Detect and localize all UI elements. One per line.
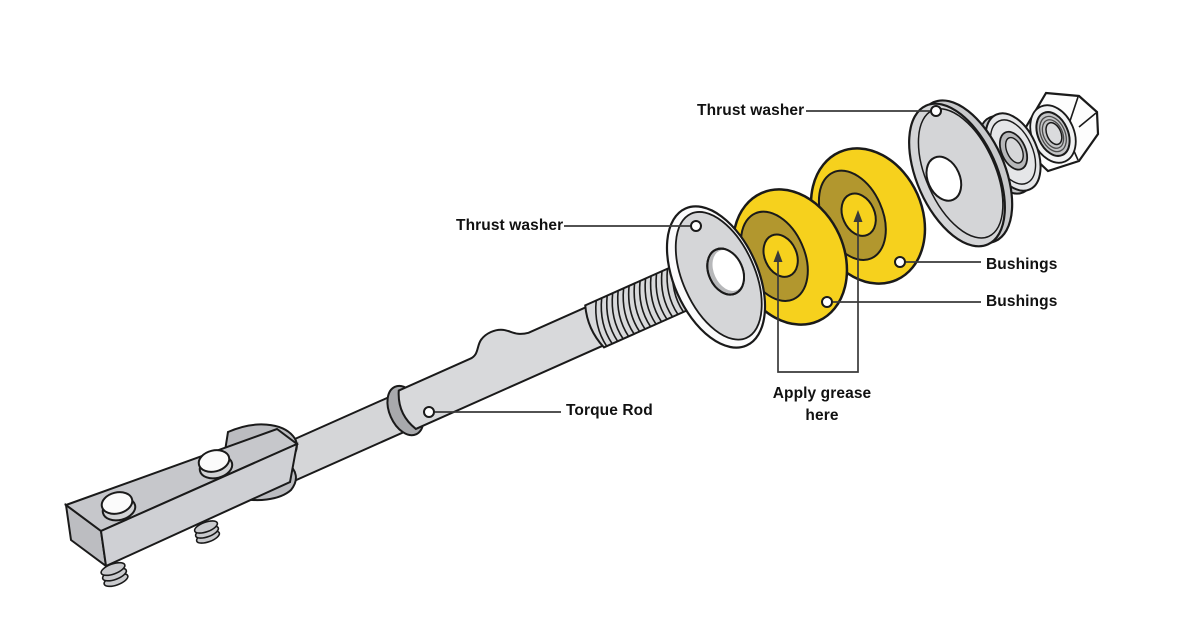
grease-bracket: [777, 220, 859, 373]
leader-dot: [690, 220, 702, 232]
nut-threaded-hole: [1029, 104, 1077, 164]
leader-dot: [930, 105, 942, 117]
torque-rod-bracket-end: [63, 423, 299, 588]
label-apply-grease-line1: Apply grease: [772, 385, 872, 402]
thrust-washer-left: [665, 205, 767, 349]
grease-arrowheads: [773, 210, 863, 262]
label-bushings-lower: Bushings: [986, 293, 1058, 310]
torque-rod-shaft: [271, 253, 720, 485]
bracket-stud: [100, 561, 129, 588]
bracket-dome-bolt: [197, 449, 234, 480]
bracket-stud: [193, 520, 221, 544]
leader-dot: [894, 256, 906, 268]
leader-dot: [821, 296, 833, 308]
label-thrust-washer-upper: Thrust washer: [697, 102, 805, 119]
hex-nut: [1024, 91, 1100, 173]
leader-dots: [423, 105, 942, 418]
leader-lines: [435, 110, 981, 413]
label-thrust-washer-lower: Thrust washer: [456, 217, 564, 234]
arrow-up-icon: [853, 210, 863, 222]
label-apply-grease-line2: here: [805, 407, 839, 424]
label-torque-rod: Torque Rod: [566, 402, 653, 419]
thrust-washer-right: [908, 99, 1014, 248]
bracket-dome-bolt: [100, 491, 137, 522]
arrow-up-icon: [773, 250, 783, 262]
label-apply-grease: Apply grease here: [742, 383, 902, 427]
label-bushings-upper: Bushings: [986, 256, 1058, 273]
leader-dot: [423, 406, 435, 418]
